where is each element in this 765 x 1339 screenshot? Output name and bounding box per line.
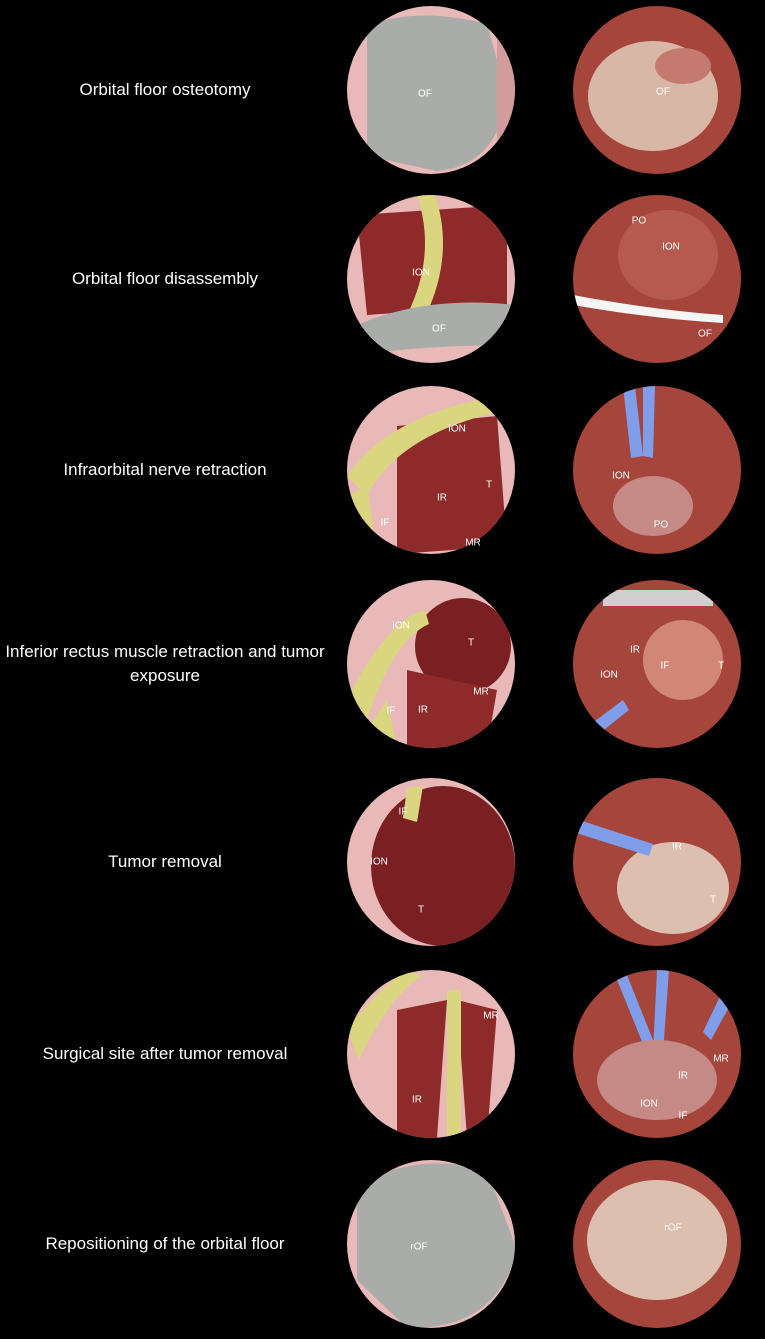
structure-label: IF (387, 706, 396, 717)
structure-label: MR (465, 538, 481, 549)
structure-label: IR (630, 645, 640, 656)
step-caption: Orbital floor osteotomy (79, 80, 251, 99)
structure-label: MR (483, 1011, 499, 1022)
step-row-1: Orbital floor osteotomy OF OF (0, 0, 765, 180)
intraoperative-photo: OF (573, 6, 741, 174)
orbital-floor-shape (367, 15, 507, 172)
structure-label: OF (698, 329, 712, 340)
intraoperative-photo: IR IF ION T (573, 580, 741, 748)
structure-label: ION (370, 857, 388, 868)
3d-render-image: IF ION T (347, 778, 515, 946)
photo-disc: IR T (573, 778, 741, 946)
structure-label: rOF (664, 1223, 681, 1234)
structure-label: T (486, 480, 492, 491)
3d-render-image: rOF (347, 1160, 515, 1328)
3d-render-image: OF (347, 6, 515, 174)
3d-render-image: ION OF (347, 195, 515, 363)
intraoperative-photo: ION PO (573, 386, 741, 554)
bone-shape (357, 302, 515, 355)
structure-label: ION (600, 670, 618, 681)
step-caption: Tumor removal (108, 852, 222, 871)
photo-disc: OF (573, 6, 741, 174)
structure-label: OF (432, 324, 446, 335)
structure-label: ION (640, 1099, 658, 1110)
structure-label: ION (612, 471, 630, 482)
nerve-shape (407, 195, 443, 317)
structure-label: rOF (410, 1242, 427, 1253)
step-row-5: Tumor removal IF ION T IR T (0, 772, 765, 952)
structure-label: PO (654, 520, 669, 531)
structure-label: ION (448, 424, 466, 435)
structure-label: ION (392, 621, 410, 632)
step-caption: Surgical site after tumor removal (42, 1044, 288, 1063)
photo-disc: PO ION OF (573, 195, 741, 363)
render-disc: rOF (347, 1160, 515, 1328)
render-disc: IF ION T (347, 778, 515, 946)
structure-label: T (718, 661, 724, 672)
intraoperative-photo: MR IR ION IF (573, 970, 741, 1138)
render-disc: ION OF (347, 195, 515, 363)
structure-label: IR (437, 493, 447, 504)
orbital-floor-shape (357, 1163, 515, 1328)
photo-disc: IR IF ION T (573, 580, 741, 748)
3d-render-image: MR IR (347, 970, 515, 1138)
photo-disc: rOF (573, 1160, 741, 1328)
structure-label: OF (418, 89, 432, 100)
render-disc: ION T MR IF IR (347, 580, 515, 748)
structure-label: T (468, 638, 474, 649)
3d-render-image: ION IR T IF MR (347, 386, 515, 554)
structure-label: IR (412, 1095, 422, 1106)
step-row-2: Orbital floor disassembly ION OF PO ION … (0, 189, 765, 369)
structure-label: MR (713, 1054, 729, 1065)
nerve-shape (347, 396, 497, 496)
structure-label: IF (399, 807, 408, 818)
structure-label: MR (473, 687, 489, 698)
structure-label: ION (662, 242, 680, 253)
structure-label: IF (679, 1111, 688, 1122)
intraoperative-photo: rOF (573, 1160, 741, 1328)
step-caption: Inferior rectus muscle retraction and tu… (5, 642, 325, 685)
structure-label: OF (656, 87, 670, 98)
structure-label: IF (661, 661, 670, 672)
structure-label: ION (412, 268, 430, 279)
render-disc: ION IR T IF MR (347, 386, 515, 554)
render-disc: MR IR (347, 970, 515, 1138)
structure-label: T (418, 905, 424, 916)
intraoperative-photo: IR T (573, 778, 741, 946)
intraoperative-photo: PO ION OF (573, 195, 741, 363)
structure-label: T (710, 895, 716, 906)
structure-label: IR (678, 1071, 688, 1082)
structure-label: PO (632, 216, 647, 227)
step-row-6: Surgical site after tumor removal MR IR (0, 964, 765, 1144)
step-caption: Repositioning of the orbital floor (45, 1234, 285, 1253)
photo-disc: ION PO (573, 386, 741, 554)
step-row-7: Repositioning of the orbital floor rOF r… (0, 1154, 765, 1334)
step-row-4: Inferior rectus muscle retraction and tu… (0, 574, 765, 754)
structure-label: IF (381, 518, 390, 529)
retractor-shape (623, 386, 643, 458)
render-disc: OF (347, 6, 515, 174)
structure-label: IR (672, 842, 682, 853)
tumor-shape (371, 786, 515, 946)
photo-disc: MR IR ION IF (573, 970, 741, 1138)
step-row-3: Infraorbital nerve retraction ION IR T I… (0, 380, 765, 560)
step-caption: Infraorbital nerve retraction (63, 460, 267, 479)
3d-render-image: ION T MR IF IR (347, 580, 515, 748)
muscle-shape (397, 416, 507, 554)
structure-label: IR (418, 705, 428, 716)
tumor-shape (415, 598, 511, 694)
step-caption: Orbital floor disassembly (71, 269, 259, 288)
